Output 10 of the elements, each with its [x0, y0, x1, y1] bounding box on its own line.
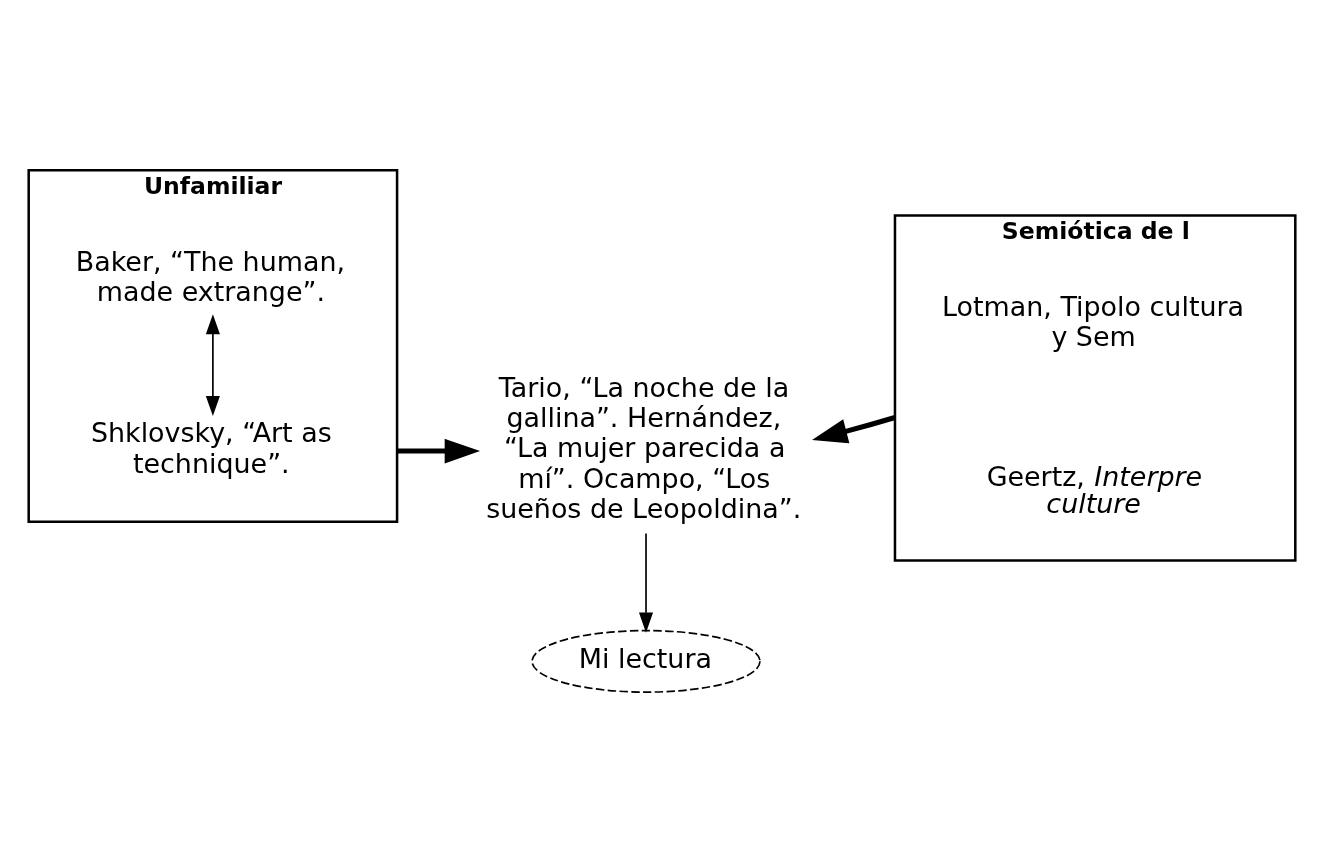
arrow: [638, 532, 654, 633]
node-text: Tario, “La noche de la gallina”. Hernández, “La mujer parecida a mí”. Ocampo, “Los sueños de Leopoldina”.: [486, 371, 802, 524]
node-ellipse: Mi lectura: [531, 629, 761, 693]
node-text: Lotman, Tipolo cultura y Sem: [942, 290, 1245, 352]
arrow: [397, 438, 481, 463]
node-text: Geertz, Interpre culture: [986, 460, 1203, 519]
arrow: [205, 313, 220, 416]
node-text: Baker, “The human, made extrange”.: [75, 245, 346, 307]
arrow: [812, 414, 896, 443]
node-text: Shklovsky, “Art as technique”.: [90, 416, 332, 479]
